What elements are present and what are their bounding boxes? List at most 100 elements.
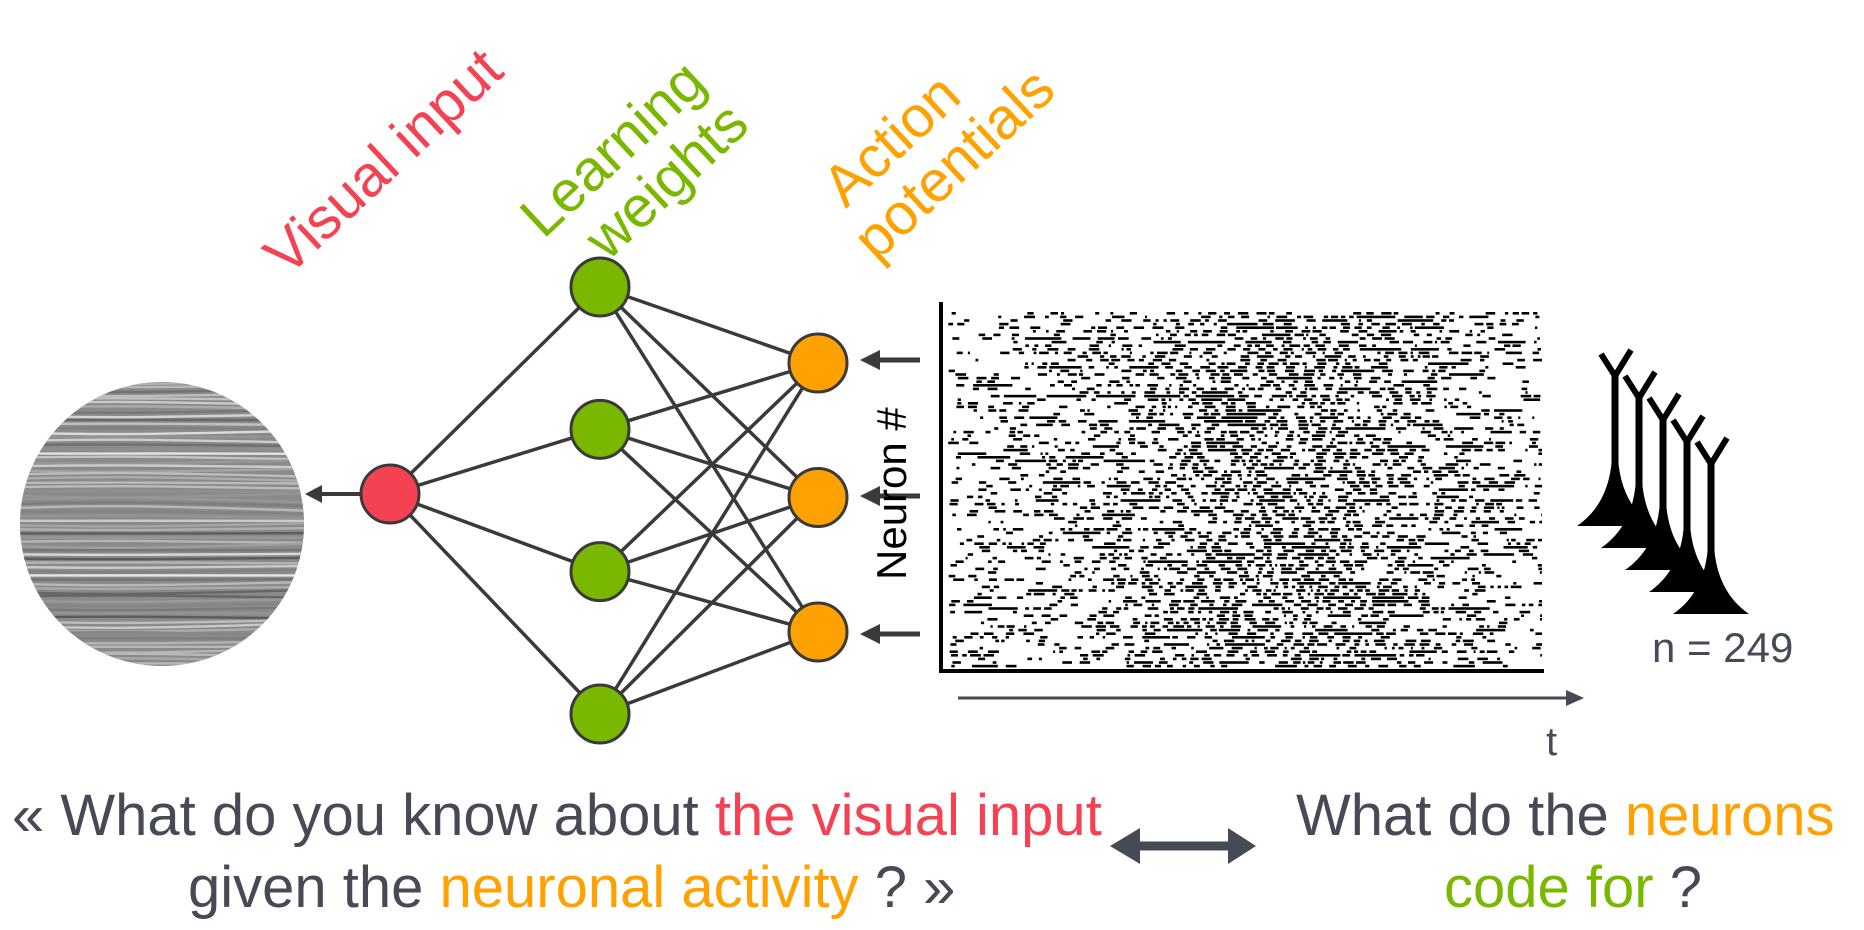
- spike: [1176, 330, 1180, 333]
- spike: [1371, 366, 1388, 369]
- spike: [1283, 585, 1289, 589]
- spike: [1188, 610, 1194, 614]
- spike: [1077, 355, 1089, 358]
- spike: [1532, 416, 1535, 419]
- spike: [1130, 625, 1138, 628]
- spike: [1298, 420, 1307, 423]
- spike: [1286, 337, 1293, 340]
- spike: [1202, 560, 1242, 563]
- spike: [1113, 574, 1120, 578]
- spike: [1188, 477, 1193, 481]
- spike: [1005, 636, 1009, 639]
- spike: [1170, 319, 1180, 322]
- spike: [1038, 639, 1045, 643]
- spike: [1125, 596, 1132, 599]
- spike: [1158, 661, 1168, 664]
- spike: [1165, 481, 1177, 484]
- spike: [1147, 560, 1188, 563]
- spike: [1215, 589, 1221, 592]
- spike: [1379, 423, 1386, 427]
- spike: [1299, 564, 1309, 567]
- spike: [1424, 470, 1429, 473]
- spike: [1334, 632, 1373, 635]
- spike: [1234, 535, 1238, 538]
- spike: [1380, 459, 1388, 463]
- spike: [1154, 614, 1159, 617]
- spike: [1270, 646, 1279, 650]
- spike: [1130, 481, 1140, 484]
- spike: [1176, 582, 1183, 585]
- spike: [1063, 319, 1073, 322]
- spike: [1219, 625, 1224, 628]
- spike: [1227, 348, 1236, 351]
- spike: [1312, 438, 1323, 441]
- spike: [1109, 560, 1116, 563]
- spike: [1007, 445, 1014, 448]
- spike: [1325, 607, 1331, 610]
- spike: [1397, 556, 1407, 560]
- spike: [1318, 578, 1330, 581]
- spike: [1170, 610, 1179, 614]
- spike: [1331, 517, 1337, 520]
- spike: [1525, 448, 1528, 452]
- spike: [1362, 456, 1369, 459]
- spike: [1281, 546, 1286, 549]
- spike: [1148, 481, 1159, 484]
- spike: [1023, 632, 1035, 635]
- spike: [1402, 340, 1414, 344]
- spike: [1277, 553, 1288, 556]
- spike: [1201, 398, 1223, 401]
- spike: [1424, 542, 1450, 545]
- spike: [1116, 578, 1126, 581]
- spike: [1243, 481, 1253, 484]
- spike: [1380, 333, 1392, 337]
- spike: [1181, 657, 1187, 661]
- spike: [1506, 538, 1509, 542]
- grating-stripe: [20, 594, 304, 600]
- spike: [1403, 625, 1410, 628]
- spike: [1357, 618, 1362, 621]
- spike: [1451, 560, 1454, 563]
- spike: [1379, 495, 1390, 499]
- spike: [1407, 466, 1415, 470]
- spike: [1159, 492, 1163, 495]
- spike: [1451, 499, 1456, 502]
- spike: [1038, 441, 1049, 445]
- spike: [1024, 337, 1062, 340]
- spike: [1090, 463, 1099, 466]
- spike: [1197, 625, 1200, 628]
- spike: [1305, 351, 1317, 355]
- spike: [1380, 556, 1388, 560]
- spike: [962, 654, 967, 657]
- spike: [1220, 326, 1228, 329]
- spike: [1226, 362, 1236, 365]
- spike: [1021, 549, 1027, 553]
- spike: [1406, 549, 1410, 553]
- grating-stripe: [20, 467, 304, 473]
- spike: [1037, 373, 1048, 376]
- spike: [1107, 384, 1112, 387]
- spike: [1166, 312, 1176, 315]
- spike: [1260, 384, 1271, 387]
- spike: [1304, 625, 1307, 628]
- spike: [1365, 625, 1372, 628]
- spike: [1335, 553, 1340, 556]
- spike: [1469, 330, 1473, 333]
- grating-stripe: [20, 662, 304, 666]
- spike: [1410, 355, 1414, 358]
- spike: [1338, 578, 1346, 581]
- spike: [1273, 384, 1280, 387]
- spike: [1316, 452, 1327, 455]
- spike: [1206, 445, 1218, 448]
- spike: [1175, 452, 1181, 455]
- spike: [1278, 661, 1288, 664]
- spike: [1234, 384, 1239, 387]
- spike: [1533, 312, 1538, 315]
- spike: [1413, 470, 1421, 473]
- spike: [1160, 337, 1164, 340]
- spike: [1388, 477, 1394, 481]
- spike: [1068, 538, 1075, 542]
- spike: [1416, 654, 1425, 657]
- spike: [1012, 610, 1017, 614]
